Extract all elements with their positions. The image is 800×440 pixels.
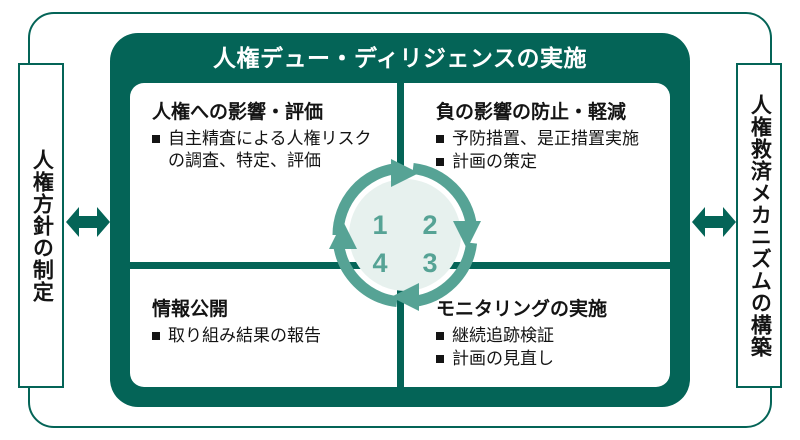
left-policy-label: 人権方針の制定 bbox=[30, 148, 54, 303]
left-double-arrow-icon bbox=[66, 204, 110, 240]
quadrant-bullets: 取り組み結果の報告 bbox=[152, 325, 390, 347]
bullet-square-icon bbox=[152, 135, 160, 143]
quadrant-title: モニタリングの実施 bbox=[436, 299, 608, 320]
quadrant-bullets: 継続追跡検証 計画の見直し bbox=[422, 325, 660, 370]
quadrant-panel: 人権への影響・評価 自主精査による人権リスク の調査、特定、評価 負の影響の防止… bbox=[130, 83, 670, 387]
bullet-square-icon bbox=[436, 354, 444, 363]
bullet-square-icon bbox=[436, 332, 444, 340]
frame-title: 人権デュー・ディリジェンスの実施 bbox=[213, 45, 587, 71]
bullet-text-line1: 自主精査による人権リスク bbox=[168, 129, 372, 148]
list-item: 予防措置、是正措置実施 bbox=[422, 128, 660, 150]
quadrant-disclosure[interactable]: 情報公開 取り組み結果の報告 bbox=[130, 266, 400, 387]
bullet-square-icon bbox=[436, 157, 444, 166]
quadrant-impact-assessment[interactable]: 人権への影響・評価 自主精査による人権リスク の調査、特定、評価 bbox=[130, 83, 400, 266]
bullet-text-line2: の調査、特定、評価 bbox=[168, 150, 321, 170]
list-item: 取り組み結果の報告 bbox=[152, 325, 390, 347]
right-remedy-label: 人権救済メカニズムの構築 bbox=[748, 93, 772, 358]
list-item: 計画の策定 bbox=[422, 151, 660, 173]
due-diligence-frame: 人権デュー・ディリジェンスの実施 人権への影響・評価 自主精査による人権リスク … bbox=[110, 33, 690, 407]
bullet-text: 継続追跡検証 bbox=[452, 326, 554, 345]
bullet-text: 取り組み結果の報告 bbox=[168, 326, 321, 345]
list-item: 継続追跡検証 bbox=[422, 325, 660, 347]
left-policy-box[interactable]: 人権方針の制定 bbox=[18, 63, 64, 388]
bullet-square-icon bbox=[436, 135, 444, 143]
bullet-text: 計画の策定 bbox=[452, 151, 537, 171]
quadrant-bullets: 自主精査による人権リスク の調査、特定、評価 bbox=[152, 128, 390, 172]
quadrant-title: 情報公開 bbox=[152, 299, 229, 320]
quadrant-title: 人権への影響・評価 bbox=[152, 102, 324, 123]
quadrant-title: 負の影響の防止・軽減 bbox=[436, 102, 627, 123]
vertical-divider bbox=[397, 83, 404, 387]
quadrant-monitoring[interactable]: モニタリングの実施 継続追跡検証 計画の見直し bbox=[400, 266, 670, 387]
list-item: 計画の見直し bbox=[422, 348, 660, 370]
right-remedy-box[interactable]: 人権救済メカニズムの構築 bbox=[736, 63, 782, 388]
list-item: 自主精査による人権リスク の調査、特定、評価 bbox=[152, 128, 390, 172]
quadrant-bullets: 予防措置、是正措置実施 計画の策定 bbox=[422, 128, 660, 173]
bullet-text: 計画の見直し bbox=[452, 348, 554, 368]
bullet-text: 予防措置、是正措置実施 bbox=[452, 129, 639, 148]
quadrant-prevent-mitigate[interactable]: 負の影響の防止・軽減 予防措置、是正措置実施 計画の策定 bbox=[400, 83, 670, 266]
right-double-arrow-icon bbox=[692, 204, 736, 240]
bullet-square-icon bbox=[152, 332, 160, 340]
